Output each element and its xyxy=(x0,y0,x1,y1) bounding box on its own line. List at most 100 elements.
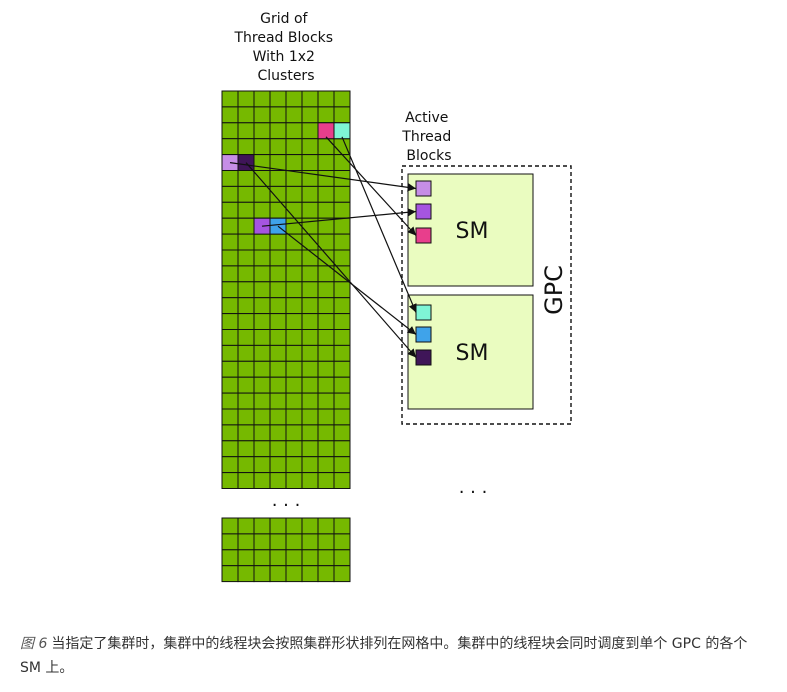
grid-cell xyxy=(253,90,271,108)
grid-title-line: Clusters xyxy=(258,68,315,84)
scheduling-arrow-mint xyxy=(341,136,417,313)
grid-cell xyxy=(253,360,271,378)
grid-cell xyxy=(285,565,303,583)
sm-slot-dark-purple xyxy=(415,349,432,366)
grid-cell xyxy=(269,233,287,251)
grid-cell xyxy=(333,440,351,458)
grid-cell xyxy=(269,265,287,283)
grid-cell xyxy=(253,281,271,299)
grid-cell xyxy=(317,90,335,108)
grid-cell xyxy=(301,249,319,267)
grid-title-line: With 1x2 xyxy=(253,49,315,65)
grid-title: Grid of Thread Blocks With 1x2 Clusters xyxy=(233,11,337,84)
grid-cell xyxy=(269,90,287,108)
grid-cell xyxy=(333,344,351,362)
scheduling-arrows xyxy=(229,136,417,358)
grid-cell xyxy=(333,249,351,267)
cluster-block-lavender xyxy=(221,154,239,172)
grid-title-line: Thread Blocks xyxy=(233,30,333,46)
grid-cell xyxy=(237,233,255,251)
grid-cell xyxy=(253,533,271,551)
grid-cell xyxy=(333,313,351,331)
grid-cell xyxy=(317,456,335,474)
grid-cell xyxy=(221,90,239,108)
grid-cell xyxy=(269,472,287,490)
grid-cell xyxy=(253,185,271,203)
grid-cell xyxy=(301,106,319,124)
grid-cell xyxy=(221,106,239,124)
grid-cell xyxy=(253,408,271,426)
grid-cell xyxy=(237,533,255,551)
grid-cell xyxy=(269,533,287,551)
grid-cell xyxy=(333,90,351,108)
grid-cell xyxy=(237,313,255,331)
grid-cell xyxy=(221,185,239,203)
grid-cell xyxy=(221,440,239,458)
sm-slot-mint xyxy=(415,304,432,321)
grid-cell xyxy=(253,456,271,474)
sm-slot-violet xyxy=(415,203,432,220)
grid-cell xyxy=(285,533,303,551)
grid-cell xyxy=(221,533,239,551)
grid-cell xyxy=(317,424,335,442)
caption-text: 当指定了集群时，集群中的线程块会按照集群形状排列在网格中。集群中的线程块会同时调… xyxy=(20,636,748,676)
grid-cell xyxy=(317,170,335,187)
grid-cell xyxy=(317,565,335,583)
grid-cell xyxy=(269,376,287,394)
grid-cell xyxy=(317,201,335,219)
grid-cell xyxy=(253,424,271,442)
scheduling-arrow-lavender xyxy=(229,162,417,192)
grid-cell xyxy=(285,233,303,251)
grid-cell xyxy=(269,297,287,315)
grid-cell xyxy=(269,549,287,567)
grid-cell xyxy=(237,201,255,219)
grid-cell xyxy=(237,185,255,203)
grid-cell xyxy=(317,360,335,378)
sm-slot-lavender xyxy=(415,180,432,197)
grid-cell xyxy=(269,456,287,474)
grid-cell xyxy=(333,217,351,235)
grid-cell xyxy=(253,265,271,283)
grid-cell xyxy=(221,217,239,235)
grid-cell xyxy=(221,549,239,567)
grid-cell xyxy=(285,281,303,299)
grid-cell xyxy=(221,170,239,187)
gpc-boundary xyxy=(401,165,572,425)
grid-cell xyxy=(317,549,335,567)
grid-cell xyxy=(317,313,335,331)
grid-cell xyxy=(285,313,303,331)
grid-cell xyxy=(221,517,239,535)
grid-cell xyxy=(317,281,335,299)
grid-cell xyxy=(285,265,303,283)
gpc-label: GPC xyxy=(540,265,568,315)
grid-cell xyxy=(269,344,287,362)
scheduling-arrow-sky xyxy=(277,225,417,335)
grid-cell xyxy=(301,281,319,299)
grid-cell xyxy=(333,549,351,567)
grid-cell xyxy=(221,456,239,474)
sm-slot-sky xyxy=(415,326,432,343)
scheduling-arrow-pink xyxy=(325,136,417,236)
grid-cell xyxy=(237,408,255,426)
grid-cell xyxy=(285,249,303,267)
grid-cell xyxy=(285,297,303,315)
grid-cell xyxy=(237,265,255,283)
grid-cell xyxy=(333,281,351,299)
grid-cell xyxy=(301,344,319,362)
grid-cell xyxy=(333,472,351,490)
grid-cell xyxy=(237,281,255,299)
grid-cell xyxy=(269,201,287,219)
active-blocks-title-line: Thread xyxy=(401,129,451,145)
grid-cell xyxy=(237,344,255,362)
grid-cell xyxy=(301,517,319,535)
grid-cell xyxy=(269,170,287,187)
grid-cell xyxy=(317,408,335,426)
grid-cell xyxy=(285,185,303,203)
grid-cell xyxy=(333,424,351,442)
grid-cell xyxy=(221,297,239,315)
grid-cell xyxy=(301,265,319,283)
grid-cell xyxy=(285,329,303,346)
grid-cell xyxy=(237,217,255,235)
grid-cell xyxy=(301,472,319,490)
